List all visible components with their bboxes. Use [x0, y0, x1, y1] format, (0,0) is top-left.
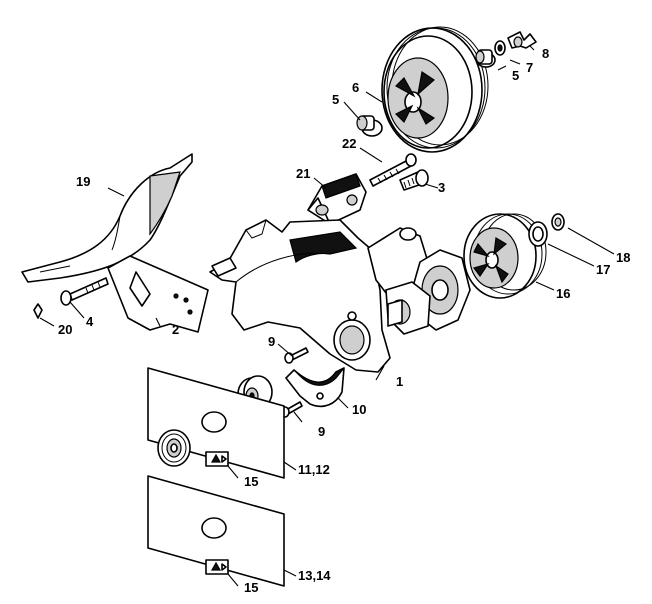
callout-6: 6 — [352, 80, 359, 95]
washer — [494, 40, 506, 56]
callout-15-upper: 15 — [244, 474, 258, 489]
bushing-right — [475, 49, 496, 68]
long-bolt — [369, 153, 417, 187]
callout-22: 22 — [342, 136, 356, 151]
callout-5-right: 5 — [512, 68, 519, 83]
callout-3: 3 — [438, 180, 445, 195]
screw-9-upper — [284, 347, 309, 364]
nut-18 — [551, 213, 565, 231]
cover-10 — [285, 367, 345, 408]
callout-13-14: 13,14 — [298, 568, 331, 583]
guard — [21, 153, 193, 283]
washer-17 — [528, 221, 548, 247]
large-wheel — [381, 26, 489, 153]
callout-16: 16 — [556, 286, 570, 301]
bushing-left — [356, 115, 383, 137]
main-housing — [209, 219, 391, 373]
bracket-plate — [107, 255, 209, 333]
callout-1: 1 — [396, 374, 403, 389]
callout-20: 20 — [58, 322, 72, 337]
callout-19: 19 — [76, 174, 90, 189]
blade-upper — [147, 367, 285, 479]
callout-9-upper: 9 — [268, 334, 275, 349]
callout-9-lower: 9 — [318, 424, 325, 439]
callout-4: 4 — [86, 314, 94, 329]
callout-11-12: 11,12 — [298, 462, 330, 477]
bolt-4 — [60, 277, 109, 306]
callout-21: 21 — [296, 166, 310, 181]
callout-2: 2 — [172, 322, 179, 337]
lower-flange — [157, 429, 191, 467]
wing-nut — [507, 31, 537, 49]
screw-3 — [399, 169, 429, 191]
blade-lower — [147, 475, 285, 587]
bracket-block — [307, 173, 367, 225]
pin-20 — [33, 303, 43, 319]
arrow-label — [205, 451, 229, 467]
arrow-label-lower — [205, 559, 229, 575]
small-wheel — [463, 213, 547, 299]
callout-15-lower: 15 — [244, 580, 258, 595]
callout-8: 8 — [542, 46, 549, 61]
callout-18: 18 — [616, 250, 630, 265]
callout-17: 17 — [596, 262, 610, 277]
gearbox — [367, 227, 471, 335]
callout-10: 10 — [352, 402, 366, 417]
callout-5-left: 5 — [332, 92, 339, 107]
leader-lines — [39, 45, 615, 587]
callout-7: 7 — [526, 60, 533, 75]
